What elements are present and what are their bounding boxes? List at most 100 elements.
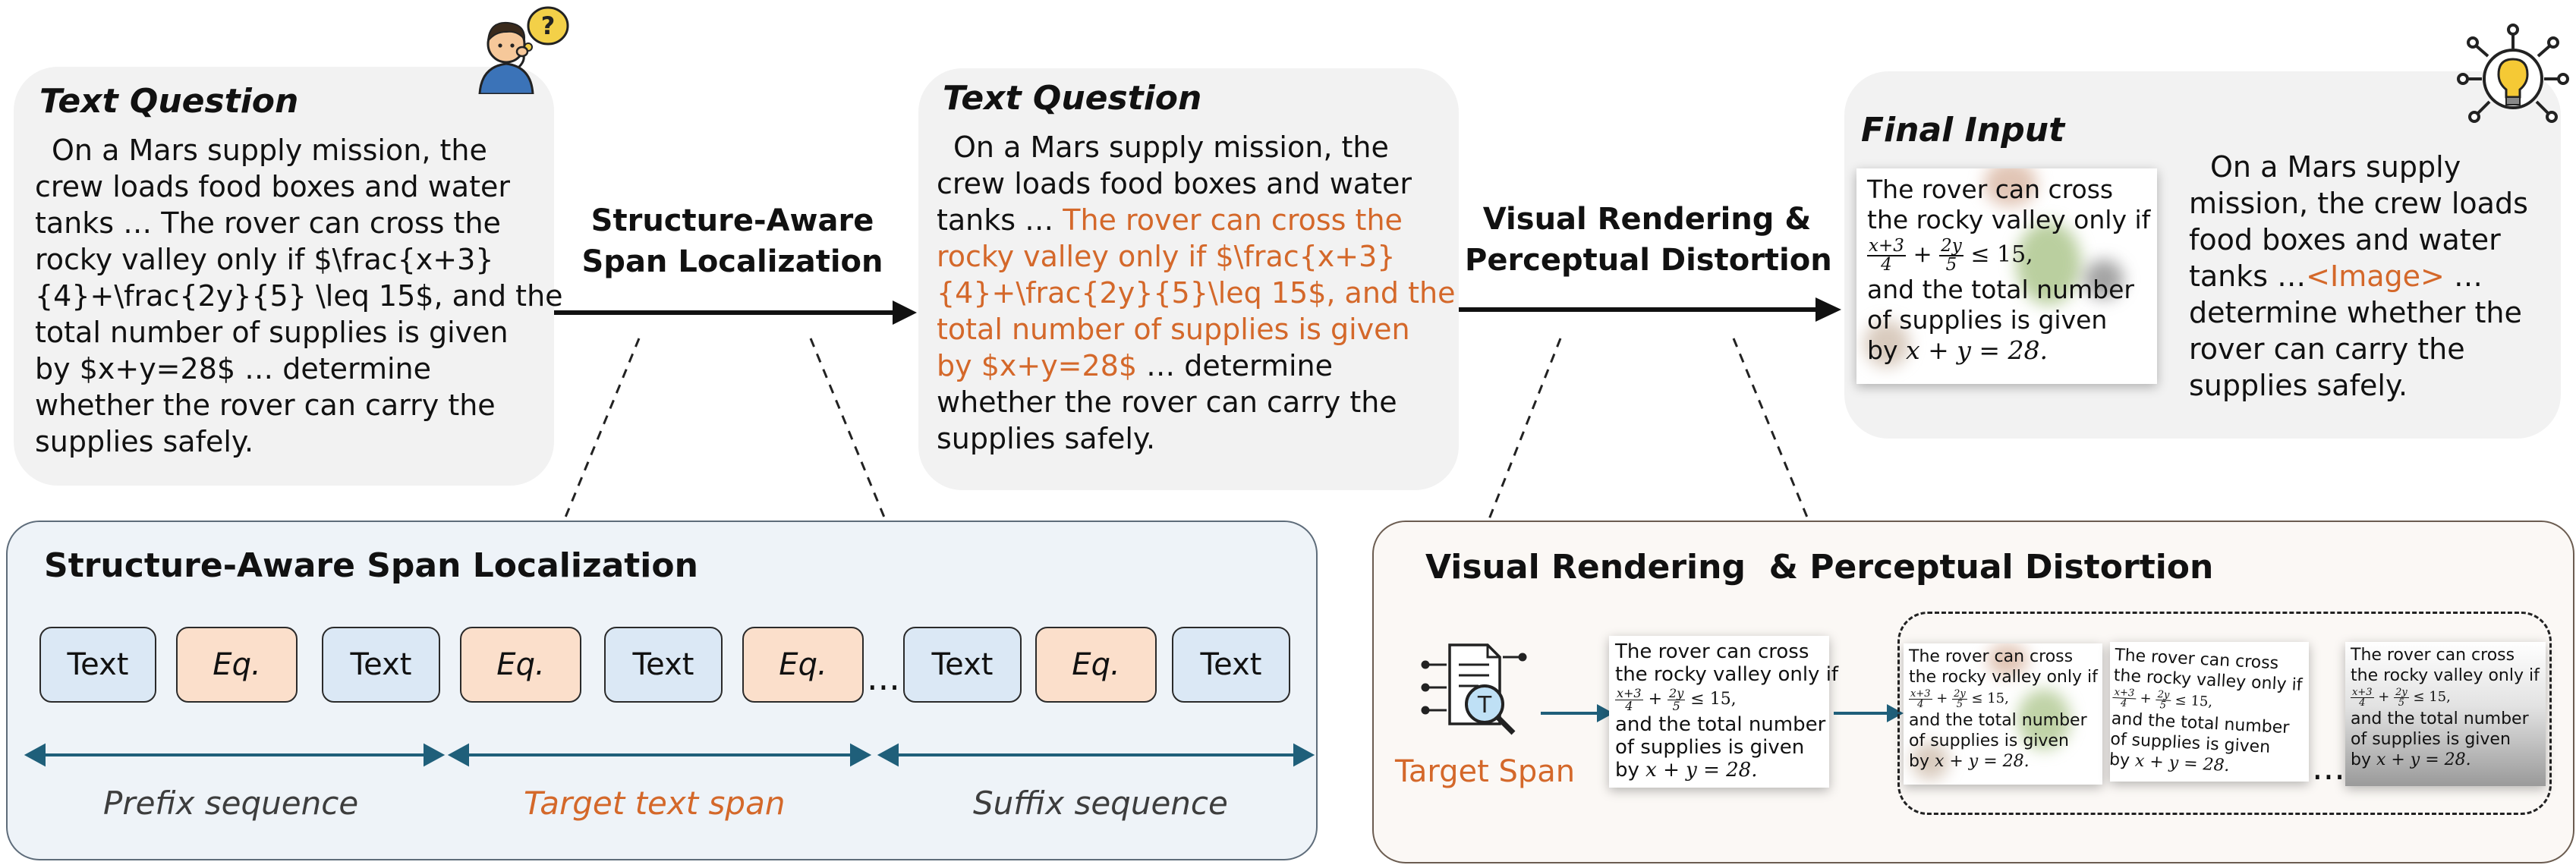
fraction-numerator: 2y [2156, 688, 2171, 701]
target-span-caption: Target Span [1395, 754, 1576, 789]
fraction-denominator: 5 [1672, 698, 1680, 713]
fraction-denominator: 5 [1956, 698, 1963, 710]
panel-title: Visual Rendering & Perceptual Distortion [1425, 548, 2214, 587]
prefix-sequence-label: Prefix sequence [103, 785, 359, 822]
distortion-blob [1864, 320, 1910, 367]
render-line: of supplies is given [1867, 305, 2108, 335]
inequality: ≤ 15, [2413, 689, 2451, 705]
distorted-image-variant: The rover can cross the rocky valley onl… [2110, 642, 2309, 782]
render-line: by x + y = 28. [2351, 750, 2540, 770]
render-line: The rover can cross [1615, 640, 1809, 663]
text-segment: Text [903, 627, 1022, 703]
stage-label-line: Structure-Aware [590, 203, 874, 238]
teal-arrow [1834, 704, 1904, 722]
question-line: by $x+y=28$ … determine [35, 352, 431, 385]
panel-title: Structure-Aware Span Localization [44, 546, 698, 585]
question-line: crew loads food boxes and water [35, 170, 510, 203]
fraction-denominator: 5 [2398, 697, 2405, 709]
fraction-numerator: 2y [1952, 687, 1967, 700]
render-text: by [2110, 750, 2136, 771]
teal-arrow [1541, 704, 1614, 722]
final-input-line: rover can carry the [2189, 332, 2465, 366]
fraction-numerator: 2y [1939, 235, 1963, 256]
render-text: by [1867, 335, 1906, 365]
distorted-image-variant: The rover can cross the rocky valley onl… [2345, 642, 2546, 786]
render-line: and the total number [2351, 709, 2529, 728]
render-line: and the total number [1909, 711, 2087, 730]
final-input-text: On a Mars supply mission, the crew loads… [2189, 149, 2528, 404]
target-span-text: by $x+y=28$ [937, 349, 1138, 382]
render-line: the rocky valley only if [1909, 668, 2098, 687]
render-equation: x + y = 28. [1905, 335, 2048, 365]
thinking-person-icon: ? [478, 6, 569, 94]
render-text: by [2351, 750, 2376, 769]
render-line: of supplies is given [1615, 736, 1805, 759]
render-line: The rover can cross [1909, 647, 2074, 666]
distortion-blob [1911, 742, 1949, 780]
stage-label-line: Perceptual Distortion [1465, 243, 1832, 278]
clean-rendered-image: The rover can cross the rocky valley onl… [1609, 636, 1839, 788]
equation-segment: Eq. [1035, 627, 1157, 703]
render-line: the rocky valley only if [1615, 663, 1839, 686]
target-span-text: total number of supplies is given [937, 313, 1410, 346]
render-text: by [1909, 752, 1935, 771]
final-input-line: food boxes and water [2189, 223, 2501, 256]
distorted-image-variant: The rover can cross the rocky valley onl… [1904, 643, 2102, 785]
fraction-denominator: 4 [1625, 698, 1633, 713]
question-line: On a Mars supply mission, the [953, 131, 1389, 164]
text-segment: Text [604, 627, 723, 703]
question-line: whether the rover can carry the [35, 388, 496, 422]
render-line: of supplies is given [1909, 731, 2069, 750]
flow-arrow [1459, 297, 1841, 322]
render-equation: x + y = 28. [1934, 752, 2030, 771]
fraction-numerator: x+3 [1909, 687, 1932, 700]
render-line: The rover can cross [1867, 175, 2114, 204]
image-placeholder-tag: <Image> [2306, 260, 2445, 293]
distortion-blob [2084, 260, 2124, 299]
fraction-denominator: 4 [2120, 697, 2127, 709]
plain-text: … determine [1137, 349, 1333, 382]
distorted-variants-group [1897, 612, 2552, 815]
text-segment: Text [39, 627, 156, 703]
distortion-blob [1984, 168, 2037, 206]
fraction-denominator: 4 [1881, 254, 1892, 275]
stage-label-span-localization: Structure-Aware Span Localization [577, 200, 888, 282]
question-line: whether the rover can carry the [937, 385, 1397, 419]
render-line: by x + y = 28. [1867, 335, 2150, 366]
render-line: and the total number [1615, 713, 1826, 736]
distortion-blob [1987, 643, 2028, 677]
inequality: ≤ 15, [2174, 692, 2213, 710]
ellipsis: ... [867, 657, 900, 698]
distortion-blob [2016, 222, 2081, 305]
inequality: ≤ 15, [1971, 690, 2009, 706]
equation-segment: Eq. [176, 627, 298, 703]
fraction-denominator: 4 [2359, 697, 2366, 709]
target-span-label: Target text span [524, 785, 786, 822]
equation-segment: Eq. [742, 627, 864, 703]
final-input-line: determine whether the [2189, 296, 2522, 329]
render-equation: x + y = 28. [1645, 759, 1758, 782]
plain-text: tanks … [2189, 260, 2307, 293]
text-segment: Text [322, 627, 440, 703]
lightbulb-icon [2457, 24, 2569, 123]
render-line: the rocky valley only if [1867, 205, 2151, 234]
render-equation: x + y = 28. [2376, 750, 2471, 769]
render-line: by x + y = 28. [1909, 751, 2097, 772]
fraction-denominator: 5 [2159, 699, 2167, 712]
question-line: by $x+y=28$ … determine [937, 348, 1455, 384]
text-question-card-highlighted [918, 68, 1459, 490]
target-span-text: The rover can cross the [1063, 203, 1403, 237]
plain-text: … [2444, 260, 2483, 293]
plain-text: tanks … [937, 203, 1063, 237]
question-line: total number of supplies is given [35, 316, 509, 349]
question-text: On a Mars supply mission, the crew loads… [937, 129, 1455, 457]
question-line: tanks … The rover can cross the [937, 202, 1455, 238]
ellipsis: ... [2312, 747, 2345, 788]
rendered-equation-image: The rover can cross the rocky valley onl… [1856, 168, 2157, 384]
inequality: ≤ 15, [1970, 241, 2033, 268]
render-line: and the total number [1867, 275, 2134, 304]
render-text: by [1615, 759, 1646, 782]
